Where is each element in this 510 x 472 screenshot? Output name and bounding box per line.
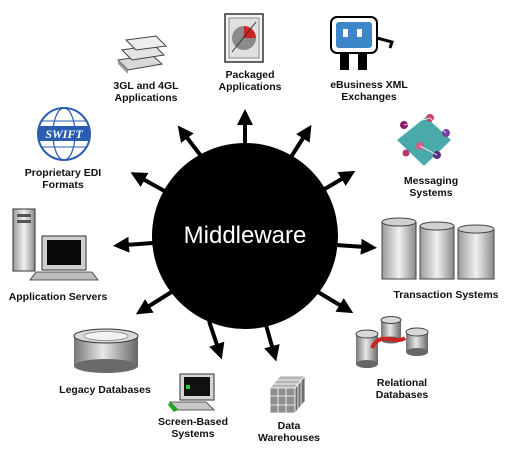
middleware-label: Middleware xyxy=(183,222,307,249)
database-cylinder-icon xyxy=(73,328,139,373)
messaging-network-icon xyxy=(397,114,451,166)
arrow-3gl-4gl xyxy=(177,125,203,158)
arrow-legacy-db xyxy=(135,289,175,315)
xml-robot-icon xyxy=(330,16,394,70)
arrow-app-servers xyxy=(113,236,154,253)
software-box-icon xyxy=(224,13,264,63)
arrow-transaction xyxy=(335,238,377,255)
arrow-edi xyxy=(130,172,171,196)
server-workstation-icon xyxy=(12,208,99,281)
label-legacy-db: Legacy Databases xyxy=(59,384,151,396)
terminal-icon xyxy=(168,373,215,412)
data-cube-icon xyxy=(269,374,306,415)
server-racks-icon xyxy=(381,217,495,280)
arrow-messaging xyxy=(316,170,356,195)
swift-globe-icon: SWIFT xyxy=(37,107,91,161)
swift-logo-text: SWIFT xyxy=(45,127,83,141)
connector-arrows xyxy=(113,109,377,362)
stacked-papers-icon xyxy=(116,35,168,74)
label-transaction: Transaction Systems xyxy=(393,289,499,301)
arrow-ebusiness-xml xyxy=(289,124,312,159)
middleware-hub xyxy=(152,143,338,329)
arrow-screen-based xyxy=(207,320,225,360)
arrow-warehouses xyxy=(264,324,280,362)
linked-databases-icon xyxy=(355,316,429,368)
label-app-servers: Application Servers xyxy=(8,291,108,303)
arrow-relational xyxy=(316,290,354,314)
